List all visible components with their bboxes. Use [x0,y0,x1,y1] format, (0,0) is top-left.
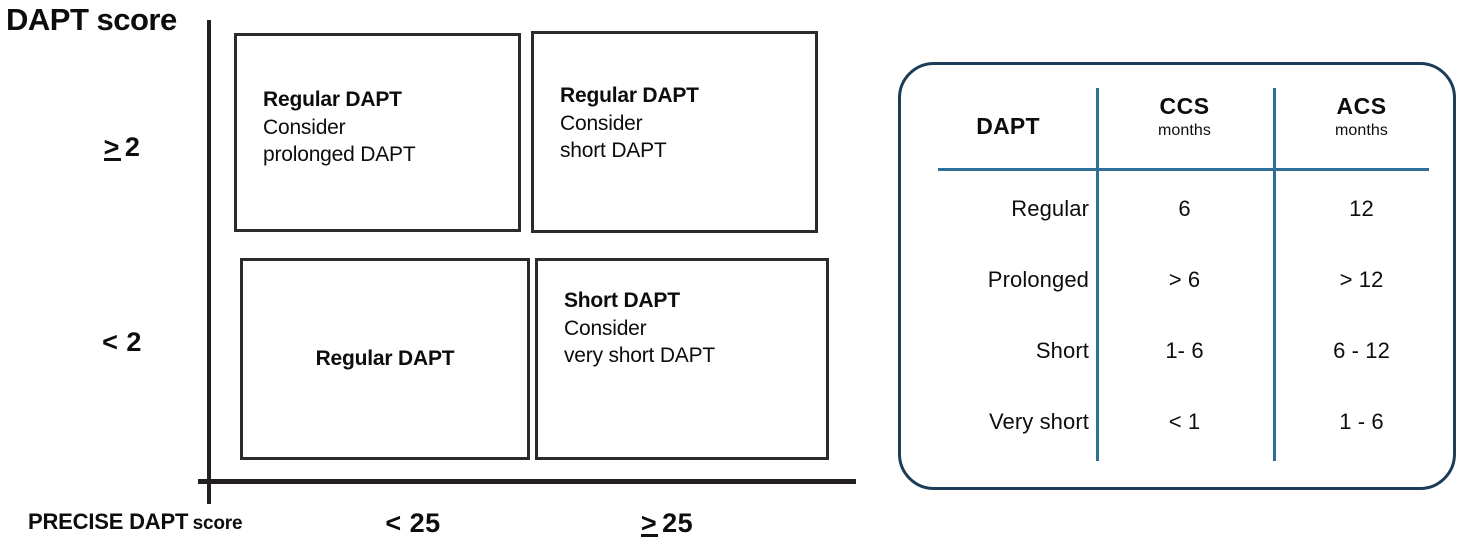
quadrant-low-score-low-precise: Regular DAPT [240,258,530,460]
x-axis-tick-ge-25-value: 25 [662,508,694,538]
y-axis-tick-ge-2-value: 2 [124,132,141,162]
x-axis-tick-lt-25-value: 25 [409,508,441,538]
table-header-acs-main: ACS [1336,93,1387,119]
table-row: Short 1- 6 6 - 12 [901,340,1453,411]
quadrant-title: Regular DAPT [560,84,699,107]
quadrant-title: Regular DAPT [263,88,402,111]
table-cell-ccs: < 1 [1168,409,1201,434]
greater-equal-icon: > [640,508,659,538]
table-cell-acs: > 12 [1339,267,1384,292]
quadrant-line-1: Consider [564,316,647,340]
table-column-divider-2 [1273,88,1276,461]
dapt-duration-table-panel: DAPT CCS months ACS months Regular 6 12 … [898,62,1456,490]
quadrant-line-1: Consider [560,111,643,135]
quadrant-title: Regular DAPT [315,347,455,370]
table-header-row: DAPT CCS months ACS months [901,91,1453,165]
table-cell-ccs: > 6 [1168,267,1201,292]
x-axis-caption: PRECISE DAPT score [28,509,243,534]
table-row: Very short < 1 1 - 6 [901,411,1453,482]
quadrant-low-score-high-precise: Short DAPT Consider very short DAPT [535,258,829,460]
less-than-icon: < [102,327,119,357]
quadrant-line-1: Consider [263,115,346,139]
table-header-acs: ACS months [1273,93,1450,142]
y-axis-tick-ge-2: >2 [62,132,182,163]
x-axis-tick-ge-25: >25 [587,508,747,539]
table-header-acs-unit: months [1334,122,1389,140]
table-header-ccs-main: CCS [1159,93,1210,119]
x-axis-tick-lt-25: < 25 [333,508,493,539]
quadrant-line-2: prolonged DAPT [263,143,416,167]
table-header-rule [938,168,1429,171]
table-cell-ccs: 6 [1178,196,1191,221]
table-cell-label: Prolonged [987,267,1089,292]
quadrant-line-2: short DAPT [560,139,667,163]
table-cell-label: Short [1035,338,1089,363]
table-row: Regular 6 12 [901,198,1453,269]
quadrant-title: Short DAPT [564,289,680,312]
table-cell-acs: 6 - 12 [1333,338,1390,363]
y-axis-tick-lt-2: < 2 [62,327,182,358]
table-cell-acs: 1 - 6 [1339,409,1384,434]
y-axis-tick-lt-2-value: 2 [126,327,142,357]
x-axis-caption-primary: PRECISE DAPT [28,509,189,534]
quadrant-high-score-high-precise: Regular DAPT Consider short DAPT [531,31,818,233]
table-header-ccs-unit: months [1157,122,1212,140]
x-axis-caption-secondary: score [192,513,243,534]
table-header-dapt: DAPT [976,113,1040,139]
table-cell-acs: 12 [1349,196,1374,221]
less-than-icon: < [385,508,402,538]
y-axis-title: DAPT score [6,2,177,37]
x-axis-line [198,479,856,484]
table-cell-ccs: 1- 6 [1165,338,1204,363]
quadrant-high-score-low-precise: Regular DAPT Consider prolonged DAPT [234,33,521,232]
greater-equal-icon: > [103,132,121,162]
table-cell-label: Regular [1011,196,1089,221]
y-axis-line [207,20,211,504]
table-column-divider-1 [1096,88,1099,461]
table-header-ccs: CCS months [1096,93,1273,142]
table-cell-label: Very short [988,409,1089,434]
table-row: Prolonged > 6 > 12 [901,269,1453,340]
quadrant-line-2: very short DAPT [564,344,716,368]
